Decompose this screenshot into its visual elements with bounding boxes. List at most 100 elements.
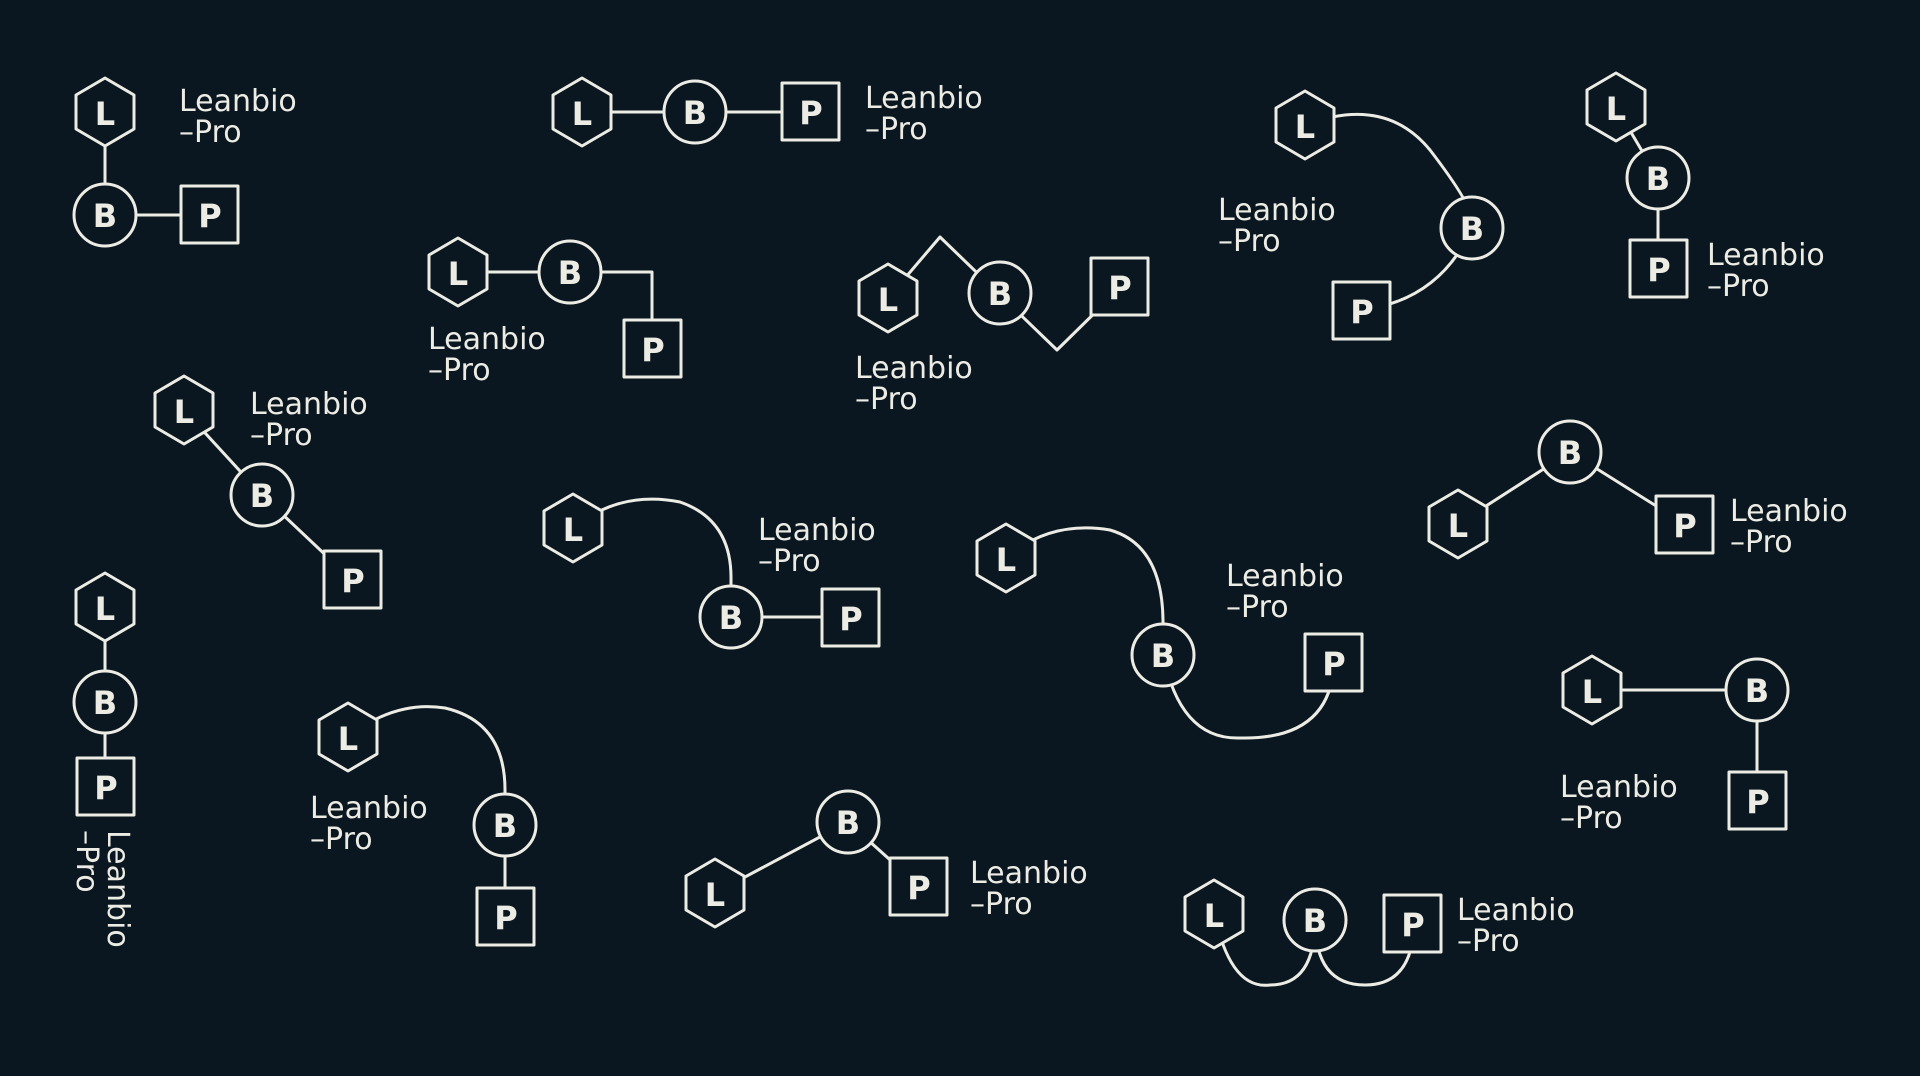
linker-node: L	[153, 374, 215, 446]
svg-text:B: B	[558, 254, 582, 292]
linker-node: L	[684, 857, 746, 929]
logo-variant-13: L B P Leanbio–Pro	[684, 789, 1088, 929]
bridge-node: B	[1130, 622, 1196, 688]
bridge-node: B	[472, 792, 538, 858]
logo-variant-9: L B P Leanbio–Pro	[975, 522, 1364, 740]
logo-variant-4: L B P Leanbio–Pro	[1585, 71, 1825, 304]
svg-text:P: P	[1647, 251, 1670, 289]
bridge-node: B	[537, 239, 603, 305]
logo-variant-1: L B P Leanbio–Pro	[72, 76, 297, 248]
linker-node: L	[1427, 488, 1489, 560]
payload-node: P	[1382, 893, 1443, 954]
svg-text:L: L	[1606, 90, 1626, 128]
svg-text:Leanbio: Leanbio	[865, 81, 983, 116]
bridge-node: B	[1439, 195, 1505, 261]
svg-text:B: B	[836, 804, 860, 842]
svg-text:B: B	[1646, 160, 1670, 198]
logo-variant-10: L B P Leanbio–Pro	[1427, 419, 1848, 560]
payload-node: P	[888, 856, 949, 917]
bridge-node: B	[662, 79, 728, 145]
logo-variant-6: L B P Leanbio–Pro	[855, 235, 1150, 417]
wordmark: Leanbio–Pro	[179, 84, 297, 150]
svg-text:L: L	[95, 95, 115, 133]
payload-node: P	[75, 756, 136, 817]
payload-node: P	[322, 549, 383, 610]
linker-node: L	[1561, 654, 1623, 726]
svg-text:L: L	[1204, 897, 1224, 935]
linker-node: L	[74, 571, 136, 643]
bridge-node: B	[1625, 145, 1691, 211]
wordmark: Leanbio–Pro	[1730, 494, 1848, 560]
bridge-node: B	[698, 584, 764, 650]
svg-text:–Pro: –Pro	[310, 822, 373, 857]
wordmark: Leanbio–Pro	[250, 387, 368, 453]
wordmark: Leanbio–Pro	[1707, 238, 1825, 304]
bridge-node: B	[1724, 657, 1790, 723]
svg-text:–Pro: –Pro	[1707, 269, 1770, 304]
svg-text:P: P	[907, 869, 930, 907]
svg-text:Leanbio: Leanbio	[428, 322, 546, 357]
linker-node: L	[975, 522, 1037, 594]
svg-text:P: P	[641, 331, 664, 369]
svg-text:Leanbio: Leanbio	[1457, 893, 1575, 928]
svg-text:B: B	[1558, 434, 1582, 472]
svg-text:P: P	[494, 899, 517, 937]
svg-text:B: B	[93, 197, 117, 235]
logo-variant-12: L B P Leanbio–Pro	[310, 701, 538, 947]
linker-node: L	[1585, 71, 1647, 143]
svg-text:B: B	[683, 94, 707, 132]
svg-text:Leanbio: Leanbio	[1707, 238, 1825, 273]
payload-node: P	[475, 886, 536, 947]
logo-variant-14: L B P Leanbio–Pro	[1560, 654, 1790, 836]
linker-node: L	[857, 262, 919, 334]
logo-variant-3: L B P Leanbio–Pro	[1218, 89, 1505, 341]
linker-node: L	[1183, 878, 1245, 950]
svg-text:Leanbio: Leanbio	[1226, 559, 1344, 594]
wordmark: Leanbio–Pro	[758, 513, 876, 579]
wordmark: Leanbio–Pro	[69, 830, 135, 948]
svg-text:P: P	[94, 769, 117, 807]
svg-text:L: L	[448, 255, 468, 293]
wordmark: Leanbio–Pro	[1560, 770, 1678, 836]
svg-text:P: P	[198, 197, 221, 235]
svg-text:Leanbio: Leanbio	[1730, 494, 1848, 529]
svg-text:L: L	[572, 95, 592, 133]
svg-text:B: B	[988, 275, 1012, 313]
svg-text:–Pro: –Pro	[970, 887, 1033, 922]
payload-node: P	[1089, 256, 1150, 317]
wordmark: Leanbio–Pro	[855, 351, 973, 417]
svg-text:Leanbio: Leanbio	[970, 856, 1088, 891]
svg-text:P: P	[1401, 906, 1424, 944]
svg-text:B: B	[1460, 210, 1484, 248]
svg-text:B: B	[93, 684, 117, 722]
svg-text:Leanbio: Leanbio	[250, 387, 368, 422]
svg-text:–Pro: –Pro	[1226, 590, 1289, 625]
svg-text:Leanbio: Leanbio	[1218, 193, 1336, 228]
payload-node: P	[1303, 632, 1364, 693]
bridge-node: B	[815, 789, 881, 855]
svg-text:B: B	[1303, 902, 1327, 940]
wordmark: Leanbio–Pro	[1218, 193, 1336, 259]
logo-variant-11: L B P Leanbio–Pro	[69, 571, 138, 948]
svg-text:Leanbio: Leanbio	[100, 830, 135, 948]
svg-text:P: P	[1322, 645, 1345, 683]
wordmark: Leanbio–Pro	[1226, 559, 1344, 625]
svg-text:P: P	[1350, 293, 1373, 331]
svg-text:P: P	[341, 562, 364, 600]
svg-text:Leanbio: Leanbio	[1560, 770, 1678, 805]
logo-variant-8: L B P Leanbio–Pro	[542, 492, 881, 650]
svg-text:L: L	[563, 511, 583, 549]
svg-text:L: L	[174, 393, 194, 431]
svg-text:P: P	[799, 94, 822, 132]
svg-text:B: B	[250, 477, 274, 515]
logo-variant-2: L B P Leanbio–Pro	[551, 76, 983, 148]
wordmark: Leanbio–Pro	[428, 322, 546, 388]
svg-text:P: P	[1108, 269, 1131, 307]
svg-text:L: L	[996, 541, 1016, 579]
svg-text:B: B	[1745, 672, 1769, 710]
wordmark: Leanbio–Pro	[310, 791, 428, 857]
svg-text:–Pro: –Pro	[855, 382, 918, 417]
linker-node: L	[427, 236, 489, 308]
svg-text:–Pro: –Pro	[1560, 801, 1623, 836]
